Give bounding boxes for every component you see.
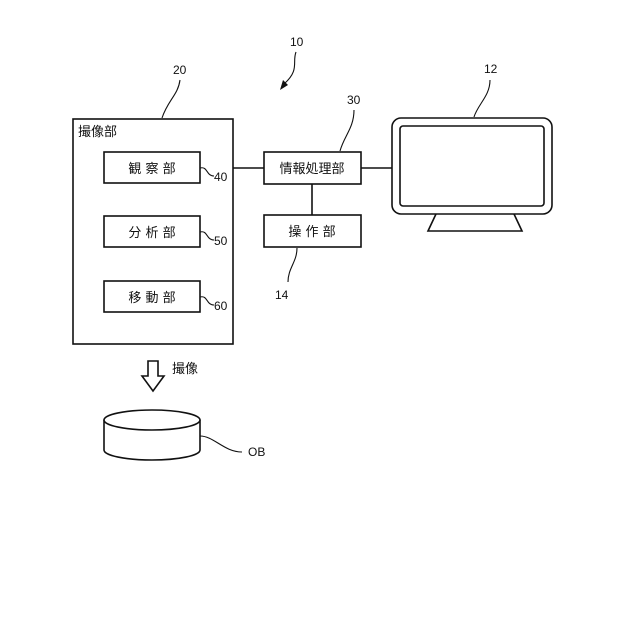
system-ref-leader bbox=[284, 52, 296, 84]
observation-unit-label: 観 察 部 bbox=[128, 162, 175, 177]
moving-unit-label: 移 動 部 bbox=[128, 291, 175, 306]
display-monitor: 12 bbox=[392, 62, 552, 231]
analysis-unit-ref: 50 bbox=[214, 234, 228, 248]
operation-unit: 操 作 部 14 bbox=[264, 215, 361, 302]
display-ref: 12 bbox=[484, 62, 498, 76]
down-arrow-icon bbox=[142, 361, 164, 391]
operation-unit-ref: 14 bbox=[275, 288, 289, 302]
observation-unit-ref: 40 bbox=[214, 170, 228, 184]
info-processing-unit-label: 情報処理部 bbox=[279, 162, 344, 177]
info-processing-unit-ref: 30 bbox=[347, 93, 361, 107]
imaging-unit-leader bbox=[162, 80, 180, 118]
imaging-arrow-label: 撮像 bbox=[172, 361, 198, 377]
object-leader bbox=[200, 436, 242, 452]
imaging-unit-ref: 20 bbox=[173, 63, 187, 77]
monitor-stand bbox=[428, 214, 522, 231]
operation-unit-label: 操 作 部 bbox=[288, 224, 335, 240]
object-ref: OB bbox=[248, 445, 265, 459]
cylinder-top bbox=[104, 410, 200, 430]
system-reference: 10 bbox=[280, 35, 304, 90]
info-processing-unit-leader bbox=[340, 110, 354, 151]
analysis-unit-label: 分 析 部 bbox=[128, 226, 175, 241]
imaging-arrow: 撮像 bbox=[142, 361, 198, 391]
object-cylinder: OB bbox=[104, 410, 265, 460]
monitor-screen bbox=[400, 126, 544, 206]
display-leader bbox=[474, 80, 490, 117]
system-ref-label: 10 bbox=[290, 35, 304, 49]
moving-unit-ref: 60 bbox=[214, 299, 228, 313]
imaging-unit-label: 撮像部 bbox=[78, 124, 117, 140]
operation-unit-leader bbox=[288, 248, 297, 282]
info-processing-unit: 情報処理部 30 bbox=[264, 93, 361, 184]
